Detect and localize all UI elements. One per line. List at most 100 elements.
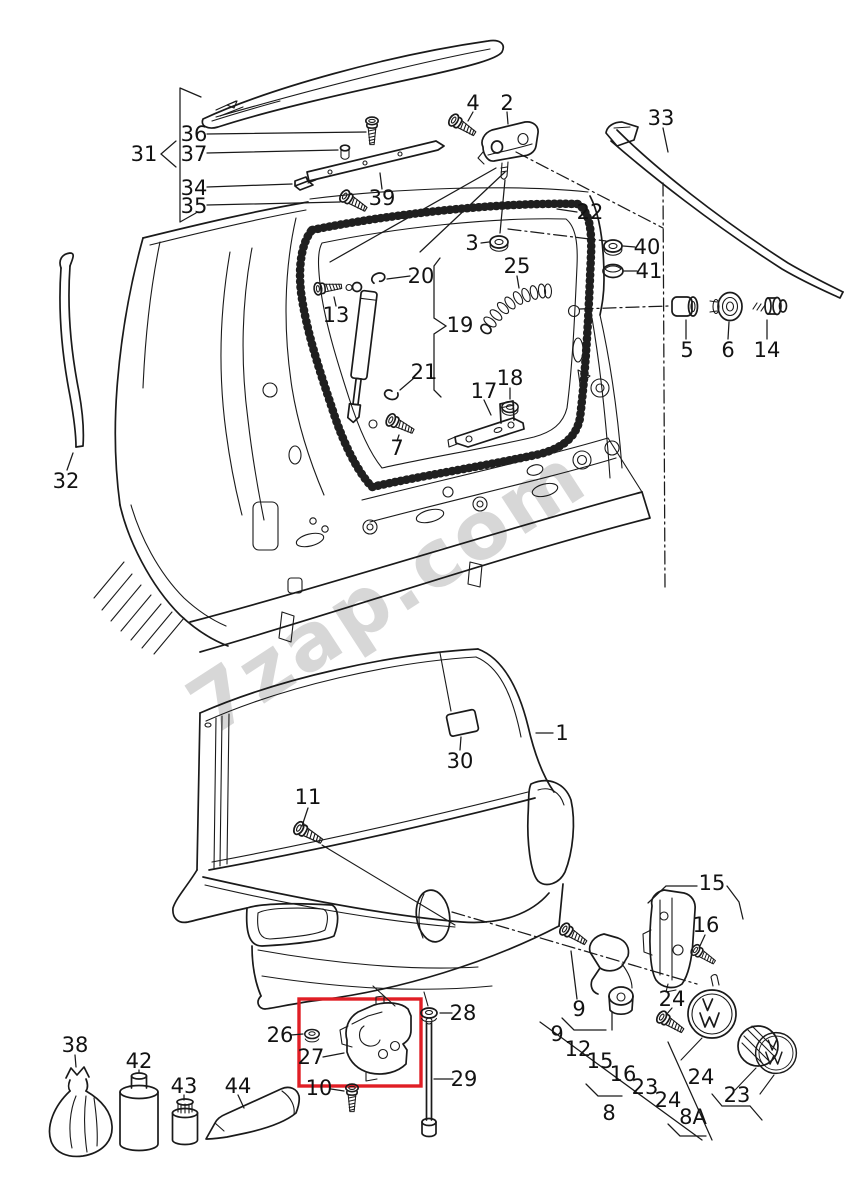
cascade-label-23[interactable]: 23	[632, 1075, 659, 1099]
highlight-box	[297, 997, 423, 1088]
part-label-15[interactable]: 15	[699, 871, 726, 895]
group-label-23[interactable]: 23	[724, 1083, 751, 1107]
part-label-6[interactable]: 6	[721, 338, 734, 362]
part-label-19[interactable]: 19	[447, 313, 474, 337]
part-label-20[interactable]: 20	[408, 264, 435, 288]
group-label-8[interactable]: 8	[602, 1101, 615, 1125]
nut-40	[603, 239, 636, 257]
part-label-9[interactable]: 9	[572, 997, 585, 1021]
part-label-34[interactable]: 34	[181, 176, 208, 200]
ball-stud-13	[312, 279, 353, 307]
part-label-38[interactable]: 38	[62, 1033, 89, 1057]
watermark: 7zap.com	[171, 428, 602, 753]
clip-34	[206, 176, 317, 191]
vw-emblem-23	[734, 1025, 798, 1095]
part-label-16[interactable]: 16	[693, 913, 720, 937]
grommet-28	[420, 991, 453, 1023]
can-42	[119, 1069, 159, 1152]
part-label-32[interactable]: 32	[53, 469, 80, 493]
part-label-25[interactable]: 25	[504, 254, 531, 278]
part-label-36[interactable]: 36	[181, 122, 208, 146]
bolt-24	[653, 1007, 688, 1038]
screw-16	[688, 934, 719, 968]
part-label-43[interactable]: 43	[171, 1074, 198, 1098]
seal-22	[295, 199, 596, 492]
grommet-6	[709, 291, 743, 340]
part-label-24[interactable]: 24	[659, 987, 686, 1011]
part-label-2[interactable]: 2	[500, 91, 513, 115]
spoiler-ref-lines	[160, 87, 202, 223]
group-24-label[interactable]: 24	[688, 1065, 715, 1089]
cascade-label-24[interactable]: 24	[655, 1088, 682, 1112]
cascade-label-16[interactable]: 16	[610, 1062, 637, 1086]
emblem-axis-line	[451, 911, 698, 985]
rivet-37	[206, 144, 351, 160]
part-label-1[interactable]: 1	[555, 721, 568, 745]
bag-38	[48, 1054, 113, 1158]
pad-30	[439, 652, 480, 751]
cascade-label-15[interactable]: 15	[587, 1049, 614, 1073]
part-label-13[interactable]: 13	[323, 303, 350, 327]
trim-strip-32	[59, 252, 85, 471]
trim-strip-33	[605, 121, 844, 299]
part-labels: 31 36 37 34 35 39 4 2 33 22 3 40 41 20 1…	[53, 91, 781, 1129]
gas-strut-19	[346, 281, 378, 429]
part-label-39[interactable]: 39	[369, 186, 396, 210]
part-label-7[interactable]: 7	[390, 436, 403, 460]
part-label-31[interactable]: 31	[131, 142, 158, 166]
part-label-42[interactable]: 42	[126, 1049, 153, 1073]
part-label-17[interactable]: 17	[471, 379, 498, 403]
grommet-26	[290, 1028, 320, 1043]
nut-18	[501, 387, 519, 417]
part-label-35[interactable]: 35	[181, 194, 208, 218]
callout-cascade	[539, 1021, 763, 1141]
part-label-14[interactable]: 14	[754, 338, 781, 362]
bracket-9	[561, 1017, 607, 1031]
vw-emblem-24	[680, 974, 737, 1061]
part-label-44[interactable]: 44	[225, 1074, 252, 1098]
part-label-33[interactable]: 33	[648, 106, 675, 130]
part-label-30[interactable]: 30	[447, 749, 474, 773]
lock-27	[322, 985, 412, 1082]
cascade-label-9[interactable]: 9	[550, 1022, 563, 1046]
plug-14	[752, 296, 788, 340]
part-label-40[interactable]: 40	[634, 235, 661, 259]
bracket-19	[433, 257, 448, 398]
cascade-label-12[interactable]: 12	[565, 1037, 592, 1061]
bracket-17	[447, 399, 525, 448]
part-label-22[interactable]: 22	[577, 200, 604, 224]
part-label-41[interactable]: 41	[636, 259, 663, 283]
clip-20	[369, 270, 411, 285]
datum-lines	[507, 182, 669, 589]
part-label-26[interactable]: 26	[267, 1023, 294, 1047]
screw-11	[290, 807, 456, 926]
group-label-8a[interactable]: 8A	[679, 1105, 707, 1129]
part-label-21[interactable]: 21	[411, 360, 438, 384]
part-label-3[interactable]: 3	[465, 231, 478, 255]
part-label-10[interactable]: 10	[306, 1076, 333, 1100]
part-label-4[interactable]: 4	[466, 91, 479, 115]
part-label-28[interactable]: 28	[450, 1001, 477, 1025]
part-label-29[interactable]: 29	[451, 1067, 478, 1091]
screw-10	[330, 1083, 359, 1113]
part-label-27[interactable]: 27	[298, 1045, 325, 1069]
part-label-11[interactable]: 11	[295, 785, 322, 809]
screw-36	[206, 116, 379, 146]
corrugated-tube-25	[480, 275, 553, 335]
support-rod-29	[421, 1017, 454, 1138]
bolt-7	[383, 411, 417, 442]
part-label-5[interactable]: 5	[680, 338, 693, 362]
hinge-2	[477, 121, 539, 180]
grommet-41	[602, 263, 638, 279]
brake-light-strip-39	[306, 140, 445, 190]
sealant-tube-44	[205, 1086, 301, 1140]
buffer-5	[671, 296, 699, 340]
nut-3	[480, 235, 509, 253]
part-label-37[interactable]: 37	[181, 142, 208, 166]
part-label-18[interactable]: 18	[497, 366, 524, 390]
canister-43	[171, 1094, 199, 1146]
clip-21	[382, 377, 415, 403]
tailgate-1	[172, 648, 575, 1010]
